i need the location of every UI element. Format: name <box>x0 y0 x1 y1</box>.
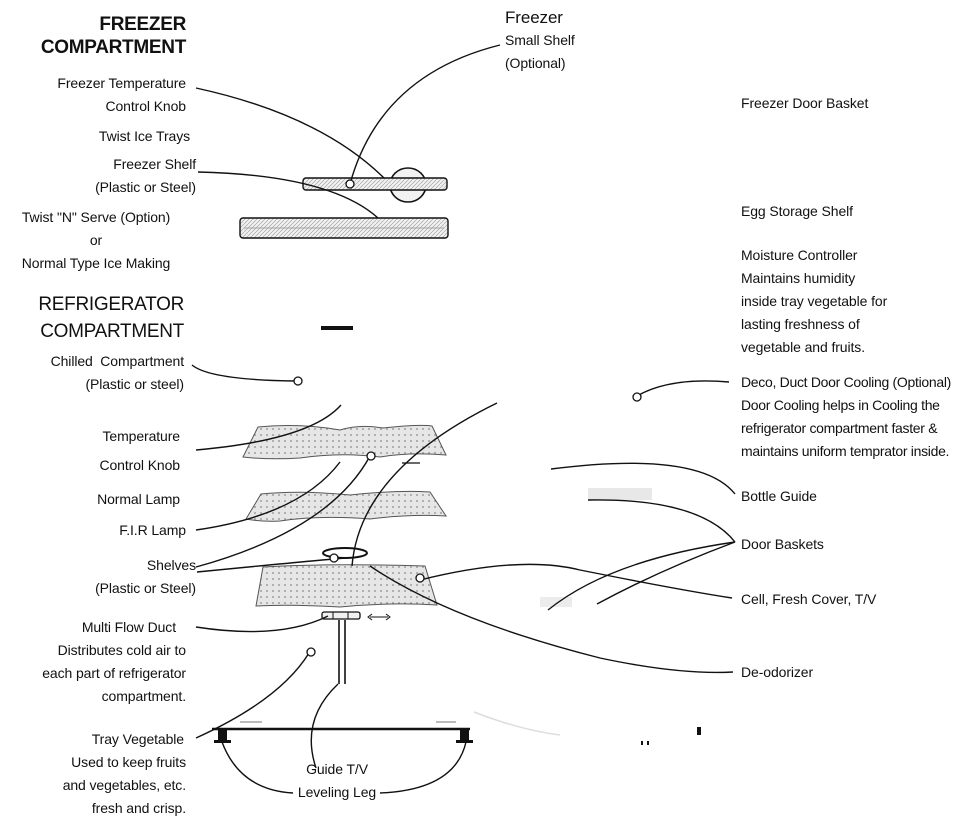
label-line: vegetable and fruits. <box>741 339 865 355</box>
label-line: Freezer <box>505 8 563 27</box>
shelf-upper <box>242 424 447 460</box>
label-line: lasting freshness of <box>741 316 860 332</box>
label-line: refrigerator compartment faster & <box>741 420 938 436</box>
freezer-shelf-label: Freezer Shelf (Plastic or Steel) <box>0 153 196 199</box>
label-line: Normal Type Ice Making <box>21 255 171 271</box>
label-line: Twist "N" Serve (Option) <box>21 209 171 225</box>
label-line: Maintains humidity <box>741 270 856 286</box>
label-line: (Plastic or steel) <box>85 376 184 392</box>
label-line: or <box>89 232 103 248</box>
label-line: Chilled Compartment <box>50 353 184 369</box>
label-line: Bottle Guide <box>741 488 817 504</box>
door-basket-part <box>540 597 572 607</box>
label-line: Freezer Temperature <box>57 75 186 91</box>
label-line: Shelves <box>146 557 196 573</box>
label-line: Control Knob <box>99 457 180 473</box>
label-line: compartment. <box>101 688 186 704</box>
label-line: Used to keep fruits <box>71 754 186 770</box>
multi-flow-duct-label: Multi Flow Duct Distributes cold air to … <box>0 616 186 708</box>
bottle-guide-part <box>588 488 652 500</box>
heading-line: COMPARTMENT <box>40 37 186 58</box>
tray-vegetable <box>212 711 701 745</box>
label-line: Control Knob <box>105 98 186 114</box>
label-line: F.I.R Lamp <box>119 522 186 538</box>
leader-lines <box>191 44 736 794</box>
shelf-middle <box>245 490 447 522</box>
door-baskets-label: Door Baskets <box>741 533 824 556</box>
twist-ice-trays-label: Twist Ice Trays <box>0 125 190 148</box>
label-line: Cell, Fresh Cover, T/V <box>741 591 877 607</box>
freezer-small-shelf <box>302 167 448 203</box>
label-line: maintains uniform temprator inside. <box>741 443 950 459</box>
label-line: Guide T/V <box>306 761 368 777</box>
moisture-controller-label: Moisture Controller Maintains humidity i… <box>741 244 887 359</box>
label-line: (Plastic or Steel) <box>95 580 196 596</box>
refrigerator-compartment-heading: REFRIGERATOR COMPARTMENT <box>18 293 184 343</box>
label-line: Multi Flow Duct <box>81 619 176 635</box>
freezer-temperature-control-knob-label: Freezer Temperature Control Knob <box>0 72 186 118</box>
label-line: Door Baskets <box>741 536 824 552</box>
freezer-door-basket-label: Freezer Door Basket <box>741 92 868 115</box>
label-line: Freezer Shelf <box>113 156 196 172</box>
label-line: Freezer Door Basket <box>741 95 869 111</box>
label-line: Temperature <box>102 428 181 444</box>
freezer-shelf <box>239 217 449 239</box>
label-line: (Plastic or Steel) <box>95 179 196 195</box>
label-line: fresh and crisp. <box>91 800 186 816</box>
tray-vegetable-label: Tray Vegetable Used to keep fruits and v… <box>0 728 186 820</box>
fir-lamp-label: F.I.R Lamp <box>0 519 186 542</box>
guide-leveling-leg-label: Guide T/V Leveling Leg <box>282 758 392 804</box>
temperature-control-knob-label: Temperature Control Knob <box>0 425 180 477</box>
label-line: Normal Lamp <box>97 491 180 507</box>
freezer-compartment-heading: FREEZER COMPARTMENT <box>40 13 186 59</box>
label-line: Distributes cold air to <box>57 642 187 658</box>
heading-line: COMPARTMENT <box>40 321 184 342</box>
shelf-lower <box>255 564 438 608</box>
callout-markers <box>293 179 642 657</box>
shelves-label: Shelves (Plastic or Steel) <box>0 554 196 600</box>
normal-lamp-label: Normal Lamp <box>0 488 180 511</box>
heading-line: REFRIGERATOR <box>38 294 184 315</box>
label-line: Moisture Controller <box>741 247 858 263</box>
label-line: Leveling Leg <box>297 784 377 800</box>
heading-line: FREEZER <box>99 14 186 35</box>
cell-fresh-cover-label: Cell, Fresh Cover, T/V <box>741 588 876 611</box>
label-line: Twist Ice Trays <box>98 128 190 144</box>
label-line: each part of refrigerator <box>42 665 186 681</box>
chilled-compartment-label: Chilled Compartment (Plastic or steel) <box>0 350 184 396</box>
bottle-guide-label: Bottle Guide <box>741 485 817 508</box>
freezer-small-shelf-label: Freezer Small Shelf (Optional) <box>505 6 625 75</box>
label-line: Door Cooling helps in Cooling the <box>741 397 940 413</box>
label-line: De-odorizer <box>741 664 814 680</box>
label-line: Tray Vegetable <box>91 731 184 747</box>
label-line: inside tray vegetable for <box>741 293 888 309</box>
multi-flow-duct <box>321 611 391 684</box>
label-line: Deco, Duct Door Cooling (Optional) <box>741 374 952 390</box>
label-line: Small Shelf <box>505 32 575 48</box>
label-line: (Optional) <box>505 55 566 71</box>
ice-making-label: Twist "N" Serve (Option) or Normal Type … <box>6 206 186 275</box>
chilled-compartment-bar <box>321 326 353 330</box>
label-line: Egg Storage Shelf <box>741 203 853 219</box>
egg-storage-shelf-label: Egg Storage Shelf <box>741 200 853 223</box>
deodorizer-label: De-odorizer <box>741 661 813 684</box>
label-line: and vegetables, etc. <box>62 777 186 793</box>
deco-duct-door-cooling-label: Deco, Duct Door Cooling (Optional) Door … <box>741 371 951 463</box>
